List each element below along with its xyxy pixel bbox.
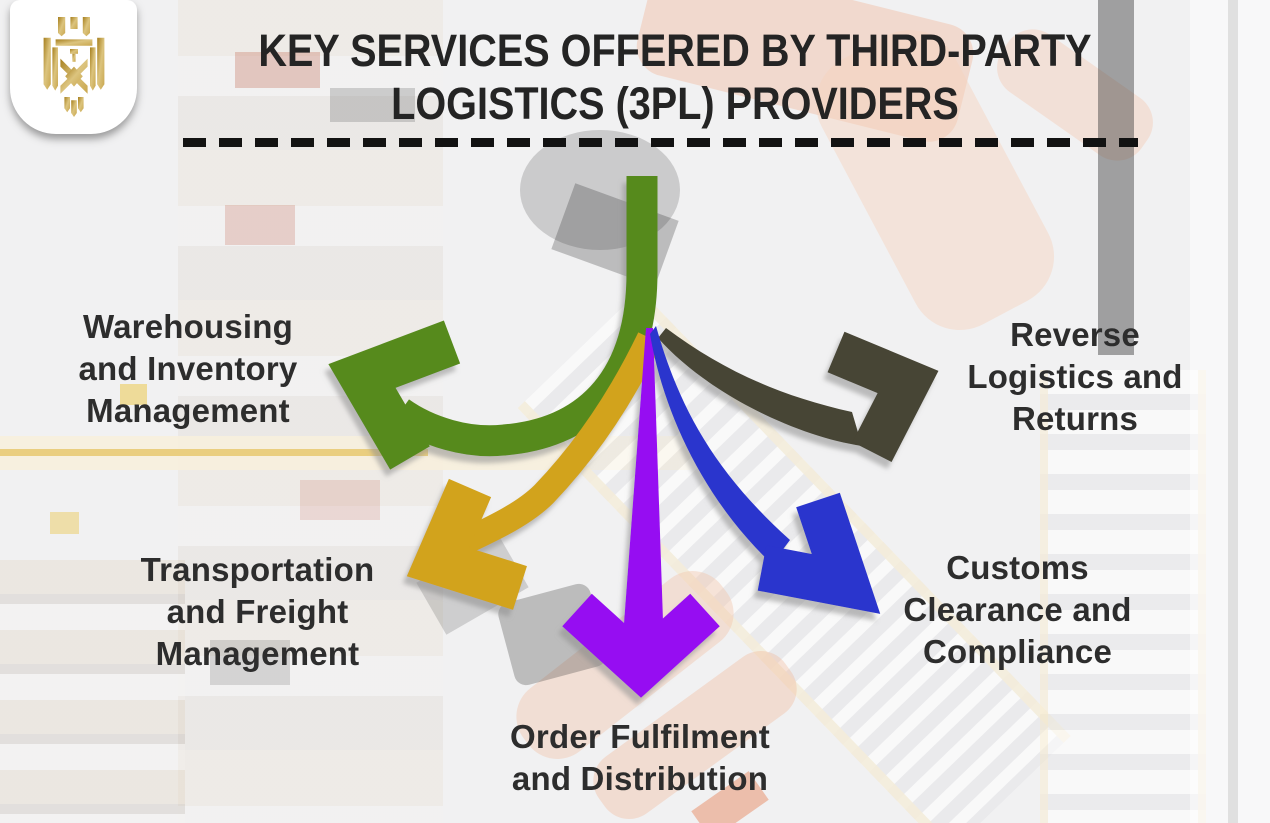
arrow-transportation-head (406, 478, 527, 610)
arrow-warehousing-head (328, 320, 461, 470)
page-title-line1: KEY SERVICES OFFERED BY THIRD-PARTY (258, 25, 1092, 76)
label-warehousing: Warehousing and Inventory Management (78, 308, 298, 429)
label-customs: Customs Clearance and Compliance (903, 549, 1132, 670)
arrow-customs-head (757, 492, 881, 614)
page-title-line2: LOGISTICS (3PL) PROVIDERS (391, 78, 959, 129)
arrow-customs (650, 326, 881, 614)
arrow-warehousing (328, 176, 658, 470)
arrow-order-fulfilment-head (562, 593, 720, 698)
arrow-reverse-logistics-body (658, 328, 862, 446)
arrow-warehousing-body (390, 176, 658, 457)
page-title: KEY SERVICES OFFERED BY THIRD-PARTY LOGI… (150, 24, 1200, 130)
gold-lion-crest-icon (43, 17, 104, 117)
logo-card (10, 0, 137, 134)
label-transportation: Transportation and Freight Management (140, 551, 375, 672)
arrow-reverse-logistics-head (827, 331, 939, 463)
label-order-fulfilment: Order Fulfilment and Distribution (510, 718, 770, 797)
arrow-transportation-body (446, 332, 662, 560)
arrow-transportation (406, 332, 662, 610)
title-dashed-divider (183, 138, 1138, 147)
arrow-reverse-logistics (658, 328, 939, 463)
arrow-order-fulfilment-body (622, 328, 664, 650)
arrow-customs-body (650, 326, 790, 564)
arrow-order-fulfilment (562, 328, 720, 698)
label-reverse-logistics: Reverse Logistics and Returns (967, 316, 1183, 437)
